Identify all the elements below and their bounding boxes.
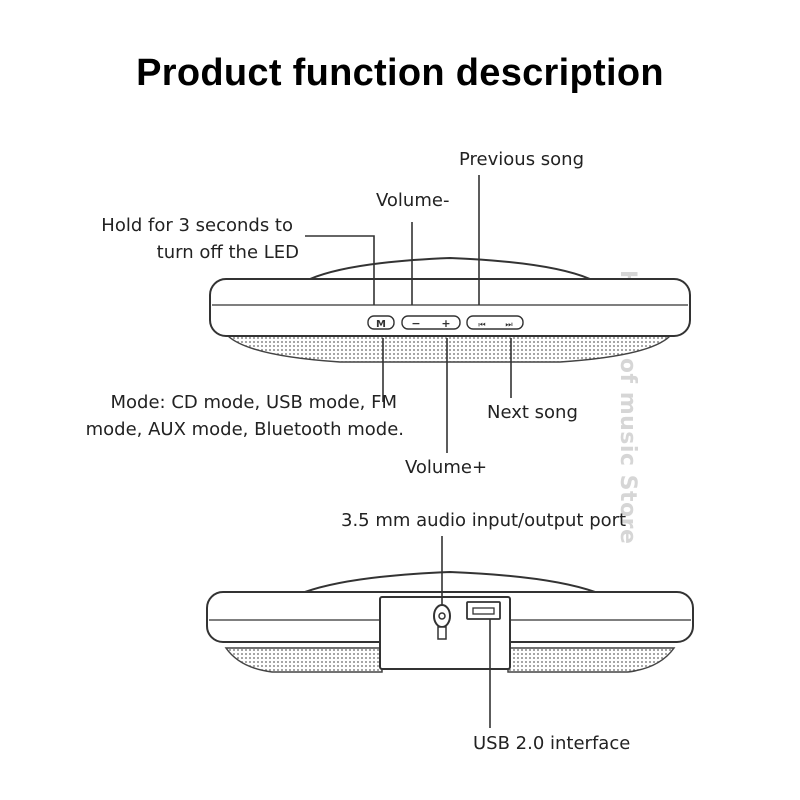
leader-led <box>305 235 375 305</box>
track-buttons[interactable]: ⏮ ⏭ <box>466 315 524 330</box>
label-led-line2: turn off the LED <box>156 242 299 263</box>
volume-minus-symbol: − <box>411 317 420 330</box>
device-dome-bottom <box>304 570 596 593</box>
volume-buttons[interactable]: − + <box>401 315 461 330</box>
label-volume-plus: Volume+ <box>405 457 488 478</box>
device-dome-top <box>309 256 591 280</box>
volume-plus-symbol: + <box>441 317 450 330</box>
label-mode-line1: Mode: CD mode, USB mode, FM <box>110 392 397 413</box>
label-previous-song: Previous song <box>459 149 585 170</box>
label-next-song: Next song <box>487 402 578 423</box>
mode-button-label: M <box>376 319 386 330</box>
next-song-icon: ⏭ <box>505 320 512 329</box>
usb-port[interactable] <box>466 601 501 620</box>
device-rear-view <box>206 570 694 673</box>
previous-song-icon: ⏮ <box>478 320 485 329</box>
leader-lines-top <box>305 175 512 453</box>
label-audio-port: 3.5 mm audio input/output port <box>341 510 627 531</box>
speaker-grille-left <box>224 647 383 673</box>
leader-lines-bottom <box>441 536 491 728</box>
device-body-top <box>209 278 691 337</box>
label-mode-line2: mode, AUX mode, Bluetooth mode. <box>85 419 404 440</box>
mode-button[interactable]: M <box>367 315 395 330</box>
audio-jack[interactable] <box>433 604 451 640</box>
label-led-line1: Hold for 3 seconds to <box>101 215 293 236</box>
speaker-grille-right <box>507 647 676 673</box>
page-title: Product function description <box>136 52 664 94</box>
device-front-view: M − + ⏮ ⏭ <box>209 256 691 363</box>
label-usb-interface: USB 2.0 interface <box>473 733 631 754</box>
label-volume-minus: Volume- <box>376 190 450 211</box>
speaker-grille-top <box>226 335 672 363</box>
